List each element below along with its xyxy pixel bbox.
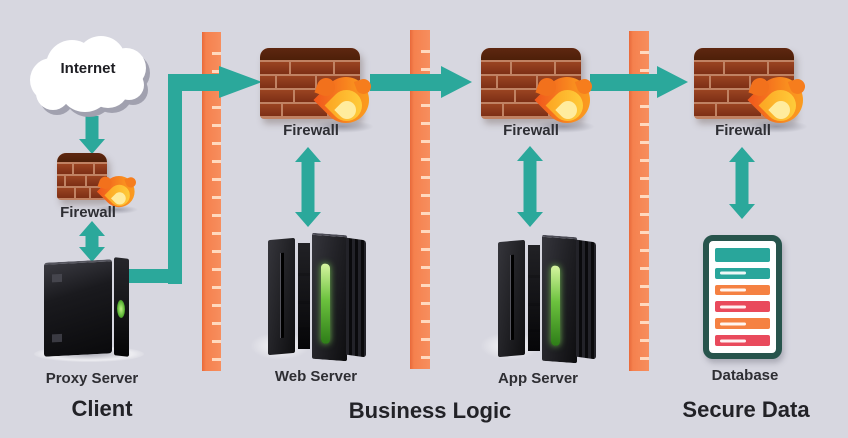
arrow-right-icon [441,66,472,98]
dmz-ruler-1 [202,32,221,371]
arrow-right-shaft [370,74,442,91]
flame-icon [531,58,600,133]
ruler-ticks [640,36,649,369]
flame-icon [94,163,142,215]
app-firewall-label: Firewall [503,122,559,139]
server-rack-icon [250,232,368,362]
database-label: Database [711,367,779,384]
arrow-right-icon [657,66,688,98]
dmz-ruler-3 [629,31,649,371]
flame-icon [310,58,379,133]
proxy-connector-line [120,269,182,283]
double-arrow-icon [78,221,105,262]
proxy-connector-line [168,74,182,284]
internet-label: Internet [60,60,116,77]
database-icon [703,235,782,359]
app-server-label: App Server [497,370,579,387]
web-firewall-label: Firewall [283,122,339,139]
zone-label-business-logic: Business Logic [348,398,512,423]
ruler-ticks [212,37,221,369]
zone-label-secure-data: Secure Data [682,397,810,422]
server-tower-icon [34,256,144,362]
proxy-server-label: Proxy Server [45,370,139,387]
server-led [117,299,125,319]
arrow-right-shaft [168,74,220,91]
db-firewall-label: Firewall [715,122,771,139]
arrow-right-shaft [590,74,658,91]
web-server-label: Web Server [274,368,358,385]
client-firewall-label: Firewall [60,204,116,221]
flame-icon [744,58,813,133]
arrow-right-icon [219,66,262,98]
server-led [551,265,560,347]
dmz-ruler-2 [410,30,430,369]
double-arrow-icon [295,147,321,227]
double-arrow-icon [729,147,755,219]
server-rack-icon [480,234,598,364]
double-arrow-icon [517,146,543,227]
server-led [321,263,330,345]
arrow-down-icon [78,116,105,154]
ruler-ticks [421,35,430,367]
zone-label-client: Client [71,396,133,421]
cloud-icon: Internet [30,36,146,114]
